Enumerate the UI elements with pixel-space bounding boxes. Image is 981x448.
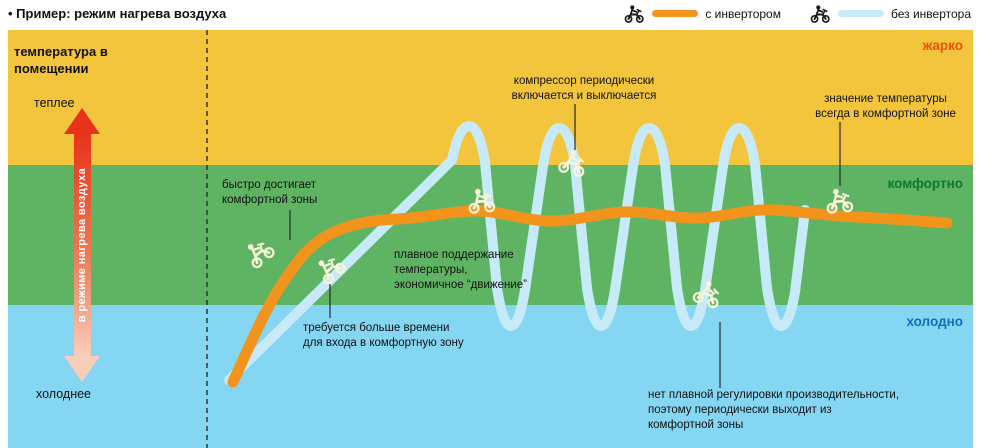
annotation-non-inverter-slow: требуется больше времени для входа в ком… <box>303 322 464 349</box>
motorcycle-icon <box>624 4 645 23</box>
heating-mode-label: в режиме нагрева воздуха <box>76 167 88 323</box>
arrow-down-icon <box>64 356 100 382</box>
comfort-zone-label: комфортно <box>887 176 963 191</box>
inverter-line-swatch <box>652 10 699 17</box>
page-title: • Пример: режим нагрева воздуха <box>8 6 227 21</box>
non-inverter-line-swatch <box>837 10 884 17</box>
annotation-compressor-cycles: компрессор периодически включается и вык… <box>511 75 657 102</box>
annotation-no-smooth-regulation: нет плавной регулировки производительнос… <box>648 389 900 431</box>
temperature-axis-arrow: в режиме нагрева воздуха <box>64 108 100 382</box>
annotation-inverter-fast: быстро достигает комфортной зоны <box>222 179 318 206</box>
colder-label: холоднее <box>36 387 91 401</box>
arrow-body: в режиме нагрева воздуха <box>73 134 91 356</box>
cold-zone-label: холодно <box>906 314 963 329</box>
legend-label: с инвертором <box>705 6 781 21</box>
legend-item-non-inverter: без инвертора <box>809 4 971 23</box>
legend: с инвертором без инвертора <box>623 4 971 23</box>
legend-label: без инвертора <box>890 6 971 21</box>
arrow-up-icon <box>64 108 100 134</box>
motorcycle-icon <box>810 4 830 23</box>
legend-item-inverter: с инвертором <box>623 4 781 23</box>
room-temperature-title: температура в помещении <box>14 44 108 76</box>
hot-zone-label: жарко <box>922 38 963 53</box>
annotation-always-comfortable: значение температуры всегда в комфортной… <box>815 93 956 120</box>
annotation-inverter-smooth: плавное поддержание температуры, экономи… <box>394 249 527 291</box>
warmer-label: теплее <box>34 96 75 110</box>
